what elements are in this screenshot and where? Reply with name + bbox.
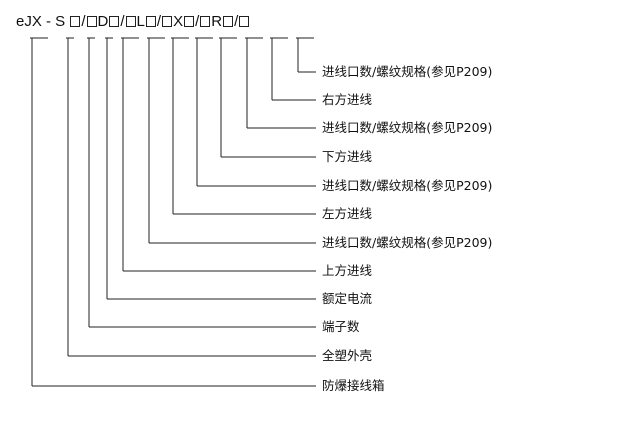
code-segment: / xyxy=(195,12,200,30)
placeholder-box xyxy=(239,15,250,27)
placeholder-box xyxy=(109,15,120,27)
placeholder-box xyxy=(162,15,173,27)
field-label: 进线口数/螺纹规格(参见P209) xyxy=(322,235,493,250)
code-segment: X xyxy=(173,12,184,30)
code-segment: eJX - S xyxy=(16,12,70,30)
field-label: 左方进线 xyxy=(322,206,373,221)
field-label: 防爆接线箱 xyxy=(322,378,385,393)
placeholder-box xyxy=(86,15,97,27)
field-label: 全塑外壳 xyxy=(322,348,373,363)
code-segment: / xyxy=(81,12,86,30)
code-segment: R xyxy=(211,12,223,30)
field-label: 进线口数/螺纹规格(参见P209) xyxy=(322,120,493,135)
model-code: eJX - S / D / L / X / R / xyxy=(16,10,250,32)
code-segment: D xyxy=(97,12,109,30)
field-label: 下方进线 xyxy=(322,149,373,164)
placeholder-box xyxy=(145,15,156,27)
field-label: 端子数 xyxy=(322,319,360,334)
placeholder-box xyxy=(223,15,234,27)
code-segment: / xyxy=(234,12,239,30)
placeholder-box xyxy=(184,15,195,27)
field-label: 进线口数/螺纹规格(参见P209) xyxy=(322,64,493,79)
field-label: 额定电流 xyxy=(322,291,373,306)
placeholder-box xyxy=(70,15,81,27)
field-label: 上方进线 xyxy=(322,263,373,278)
code-segment: L xyxy=(136,12,145,30)
field-label: 进线口数/螺纹规格(参见P209) xyxy=(322,178,493,193)
field-label: 右方进线 xyxy=(322,92,373,107)
placeholder-box xyxy=(125,15,136,27)
code-segment: / xyxy=(120,12,125,30)
code-segment: / xyxy=(156,12,162,30)
placeholder-box xyxy=(200,15,211,27)
